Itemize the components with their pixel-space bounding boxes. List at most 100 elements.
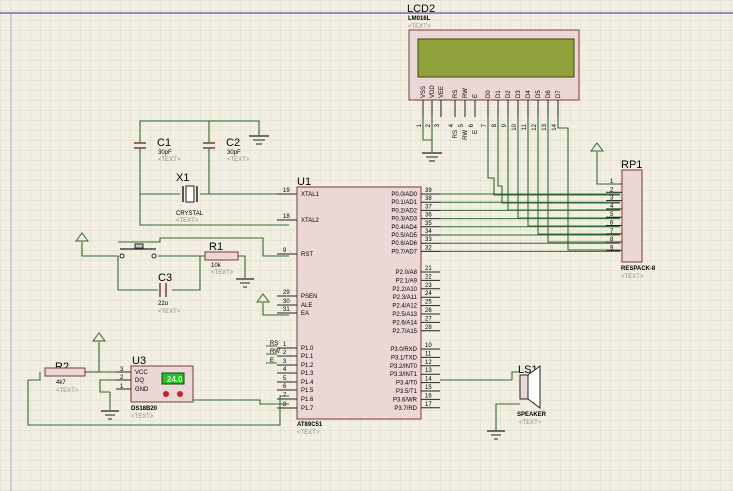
lcd-pin-num: 10 — [512, 123, 518, 130]
lcd-pin-num: 12 — [532, 123, 538, 130]
microcontroller-u1[interactable]: U1 AT89C51 <TEXT> 19XTAL118XTAL29RST29PS… — [266, 176, 620, 436]
u1-right-pin-num: 39 — [425, 188, 432, 194]
lcd-pin-num: 6 — [469, 123, 475, 127]
u1-right-pin-name: P0.2/AD2 — [391, 208, 417, 214]
c3-text-placeholder: <TEXT> — [158, 309, 181, 315]
resistor-r1[interactable]: R1 10k <TEXT> — [204, 241, 239, 276]
lcd-net-label: E — [473, 130, 479, 134]
u1-right-pin-name: P2.7/A15 — [392, 329, 417, 335]
u1-left-pin-name: P1.5 — [301, 388, 314, 394]
capacitor-c3[interactable]: C3 22u <TEXT> — [158, 272, 181, 315]
lcd-pin-name: D6 — [546, 90, 552, 98]
rp1-pin-num: 7 — [610, 229, 614, 235]
lcd-pin-name: VDD — [430, 85, 436, 98]
u1-right-pin-num: 36 — [425, 213, 432, 219]
u1-left-pin-num: 2 — [283, 350, 287, 356]
u1-left-pin-name: P1.2 — [301, 363, 314, 369]
u1-left-pin-name: PSEN — [301, 294, 317, 300]
u3-pin-name: DQ — [135, 378, 144, 384]
u1-left-pin-name: P1.0 — [301, 346, 314, 352]
u1-right-pin-num: 22 — [425, 274, 432, 280]
u1-right-pin-name: P0.1/AD1 — [391, 200, 417, 206]
c2-value: 30pF — [227, 150, 241, 156]
lcd-pin-name: D3 — [516, 90, 522, 98]
crystal-x1[interactable]: X1 CRYSTAL <TEXT> — [176, 172, 204, 224]
u1-right-pin-num: 14 — [425, 377, 432, 383]
u3-pin-num: 2 — [120, 375, 124, 381]
u1-left-pin-name: ALE — [301, 303, 312, 309]
u1-text-placeholder: <TEXT> — [297, 430, 320, 436]
u1-left-pin-num: 8 — [283, 402, 287, 408]
u1-right-pin-name: P0.4/AD4 — [391, 225, 417, 231]
power-terminal-rp1 — [590, 142, 604, 152]
u3-text-placeholder: <TEXT> — [131, 414, 154, 420]
lcd-pin-name: D2 — [506, 90, 512, 98]
lcd-pin-num: 9 — [502, 123, 508, 127]
u1-right-pin-num: 35 — [425, 221, 432, 227]
u1-left-pin-name: XTAL2 — [301, 218, 320, 224]
u1-right-pin-name: P2.5/A13 — [392, 312, 417, 318]
lcd-pin-group: VSS1VDD2VEE3RS4RW5E6D07D18D29D310D411D51… — [417, 85, 562, 140]
rp1-part: RESPACK-8 — [621, 266, 656, 272]
u1-left-pin-num: 4 — [283, 367, 287, 373]
c1-ref: C1 — [157, 137, 171, 149]
rp1-pin-num: 8 — [610, 237, 614, 243]
u1-left-pin-name: EA — [301, 311, 309, 317]
lcd-pin-name: E — [473, 94, 479, 98]
lcd-pin-num: 11 — [522, 123, 528, 130]
u3-pin-name: GND — [135, 387, 149, 393]
u1-right-pin-num: 16 — [425, 393, 432, 399]
oscillator-wires — [139, 120, 289, 226]
u1-right-pin-name: P3.6/WR — [393, 397, 418, 403]
u1-right-pin-num: 32 — [425, 245, 432, 251]
ground-sensor — [101, 410, 119, 420]
u1-body — [296, 186, 422, 420]
u1-right-pin-num: 13 — [425, 368, 432, 374]
u1-left-pin-num: 9 — [283, 248, 287, 254]
u1-right-pin-num: 38 — [425, 196, 432, 202]
u3-pin-name: VCC — [135, 370, 148, 376]
u3-ref: U3 — [132, 355, 146, 367]
u3-pin-num: 1 — [120, 384, 124, 390]
u1-left-pin-name: XTAL1 — [301, 192, 320, 198]
lcd-pin-name: D1 — [496, 90, 502, 98]
r2-value: 4k7 — [56, 380, 66, 386]
u1-right-pin-name: P3.0/RXD — [390, 347, 417, 353]
lcd-net-label: RW — [463, 130, 469, 140]
u1-right-pin-name: P2.1/A9 — [396, 278, 418, 284]
ground-r1 — [236, 278, 254, 288]
u3-up-button[interactable] — [177, 391, 183, 397]
lcd-pin-num: 3 — [435, 123, 441, 127]
u1-right-pin-name: P3.2/INT0 — [390, 364, 418, 370]
resistor-r2[interactable]: R2 4k7 <TEXT> — [44, 361, 86, 394]
ls1-text-placeholder: <TEXT> — [519, 420, 542, 426]
u1-right-pin-name: P3.4/T0 — [396, 381, 418, 387]
u1-right-pin-name: P3.3/INT1 — [390, 372, 418, 378]
c1-text-placeholder: <TEXT> — [158, 157, 181, 163]
u1-right-pin-name: P2.3/A11 — [393, 295, 418, 301]
u1-net-label: E — [270, 358, 274, 364]
u1-right-pin-num: 27 — [425, 316, 432, 322]
speaker-ls1[interactable]: LS1 SPEAKER <TEXT> — [517, 364, 547, 426]
reset-wires — [81, 237, 289, 291]
u1-left-pin-name: P1.4 — [301, 380, 314, 386]
lcd-pin-num: 13 — [542, 123, 548, 130]
u1-net-label: RW — [270, 349, 280, 355]
lcd-pin-name: D5 — [536, 90, 542, 98]
rp1-ref: RP1 — [621, 159, 642, 171]
lcd-pin-name: VEE — [439, 86, 445, 98]
u1-left-pin-num: 3 — [283, 359, 287, 365]
reset-button[interactable] — [119, 243, 157, 259]
u1-right-pin-name: P0.0/AD0 — [391, 192, 417, 198]
lcd-pin-num: 8 — [492, 123, 498, 127]
u3-down-button[interactable] — [163, 391, 169, 397]
u1-left-pin-num: 30 — [283, 299, 290, 305]
lcd-display[interactable]: LCD2 LM016L <TEXT> VSS1VDD2VEE3RS4RW5E6D… — [407, 3, 580, 140]
rp1-text-placeholder: <TEXT> — [621, 274, 644, 280]
u1-left-pin-name: P1.3 — [301, 371, 314, 377]
u1-right-pin-name: P2.0/A8 — [396, 270, 418, 276]
ground-speaker — [487, 430, 505, 440]
